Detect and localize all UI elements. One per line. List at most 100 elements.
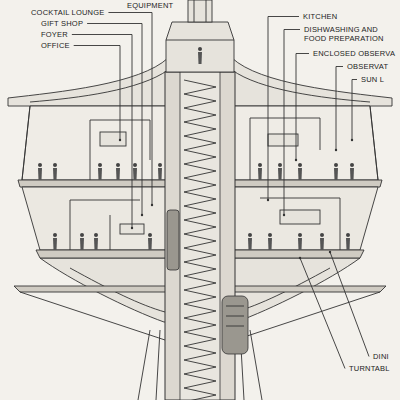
person-body	[53, 168, 57, 180]
person-head	[268, 233, 272, 237]
callout-label: DINI	[372, 352, 390, 361]
central-core-part	[180, 72, 220, 400]
stair-flight	[184, 248, 216, 262]
person-figure	[350, 163, 354, 180]
stair-flight	[184, 388, 216, 400]
person-figure	[346, 233, 350, 250]
upper-floor	[18, 106, 382, 187]
person-body	[94, 238, 98, 250]
person-head	[158, 163, 162, 167]
leader-dot	[131, 227, 133, 229]
person-head	[298, 163, 302, 167]
person-head	[346, 233, 350, 237]
person-figure	[38, 163, 42, 180]
elevator-cab	[222, 296, 248, 354]
person-body	[198, 52, 202, 64]
leader-line	[296, 54, 309, 161]
person-body	[38, 168, 42, 180]
callout-label: KITCHEN	[302, 12, 338, 21]
person-head	[94, 233, 98, 237]
stair-flight	[184, 94, 216, 108]
elevator-cab	[167, 210, 179, 270]
leader-line	[72, 35, 132, 229]
callout-label: OFFICE	[40, 41, 71, 50]
leader-line	[74, 46, 120, 141]
person-figure	[248, 233, 252, 250]
person-body	[53, 238, 57, 250]
person-body	[80, 238, 84, 250]
person-head	[98, 163, 102, 167]
leader-line	[300, 258, 345, 369]
leader-dot	[283, 214, 285, 216]
person-head	[334, 163, 338, 167]
stair-flight	[184, 136, 216, 150]
stairs	[184, 80, 216, 400]
person-figure	[278, 163, 282, 180]
leader-dot	[299, 257, 301, 259]
person-figure	[334, 163, 338, 180]
spire	[188, 0, 212, 22]
callout-label: DISHWASHING AND FOOD PREPARATION	[303, 25, 397, 43]
callout-label: EQUIPMENT	[126, 1, 174, 10]
central-core-part	[226, 306, 244, 326]
equipment-level	[166, 0, 234, 72]
person-body	[298, 168, 302, 180]
person-body	[148, 238, 152, 250]
person-figure	[158, 163, 162, 180]
person-head	[53, 163, 57, 167]
callout-label: TURNTABL	[348, 364, 391, 373]
leader-dot	[335, 149, 337, 151]
stair-flight	[184, 164, 216, 178]
stair-flight	[184, 360, 216, 374]
person-head	[258, 163, 262, 167]
person-figure	[298, 233, 302, 250]
leader-line	[352, 80, 357, 141]
stair-flight	[184, 80, 216, 94]
person-figure	[320, 233, 324, 250]
person-head	[148, 233, 152, 237]
person-body	[334, 168, 338, 180]
person-body	[268, 238, 272, 250]
person-figure	[53, 163, 57, 180]
person-head	[80, 233, 84, 237]
callout-label: SUN L	[360, 75, 385, 84]
person-body	[116, 168, 120, 180]
stair-flight	[184, 262, 216, 276]
stair-flight	[184, 108, 216, 122]
leader-dot	[295, 159, 297, 161]
person-head	[350, 163, 354, 167]
person-head	[198, 47, 202, 51]
person-body	[320, 238, 324, 250]
person-body	[350, 168, 354, 180]
person-figure	[268, 233, 272, 250]
stair-flight	[184, 220, 216, 234]
callout-label: COCKTAIL LOUNGE	[30, 8, 105, 17]
equipment-level-part	[194, 0, 206, 22]
stair-flight	[184, 178, 216, 192]
callout-label: ENCLOSED OBSERVA	[312, 49, 396, 58]
person-head	[248, 233, 252, 237]
person-figure	[53, 233, 57, 250]
person-body	[158, 168, 162, 180]
stair-flight	[184, 192, 216, 206]
person-figure	[133, 163, 137, 180]
leader-line	[268, 17, 299, 201]
person-head	[320, 233, 324, 237]
person-figure	[258, 163, 262, 180]
leader-dot	[267, 199, 269, 201]
person-head	[116, 163, 120, 167]
leader-line	[330, 252, 369, 357]
person-body	[278, 168, 282, 180]
equipment-level-part	[166, 40, 234, 41]
stair-flight	[184, 318, 216, 332]
person-head	[53, 233, 57, 237]
stair-flight	[184, 304, 216, 318]
stair-flight	[184, 332, 216, 346]
person-figure	[80, 233, 84, 250]
callout-label: OBSERVAT	[346, 62, 389, 71]
leader-line	[87, 24, 142, 216]
stair-flight	[184, 206, 216, 220]
